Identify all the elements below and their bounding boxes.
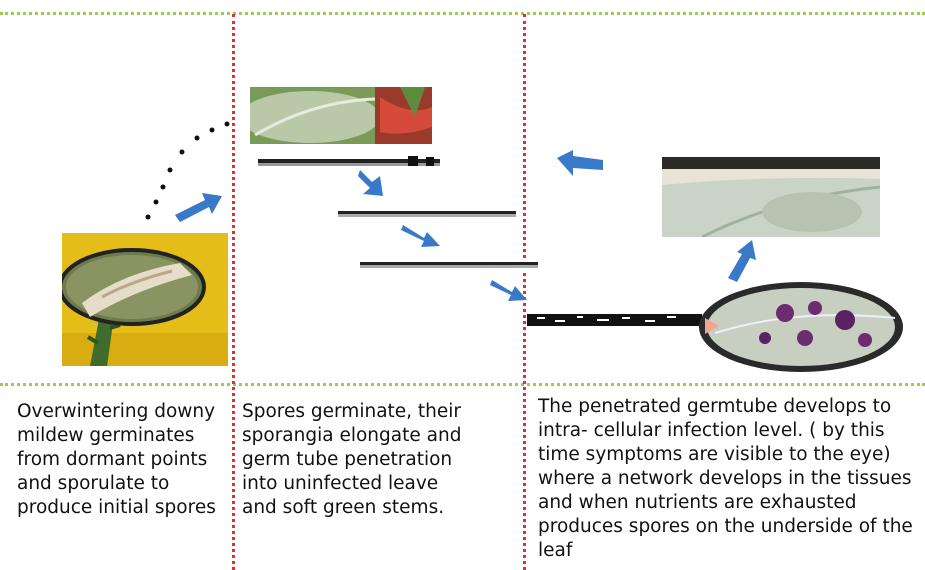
caption-infection: The penetrated germtube develops to intr…: [538, 395, 923, 563]
caption-overwintering: Overwintering downy mildew germinates fr…: [17, 400, 229, 520]
caption-germination: Spores germinate, their sporangia elonga…: [242, 400, 522, 520]
blue-arrow-icon: [175, 150, 756, 301]
